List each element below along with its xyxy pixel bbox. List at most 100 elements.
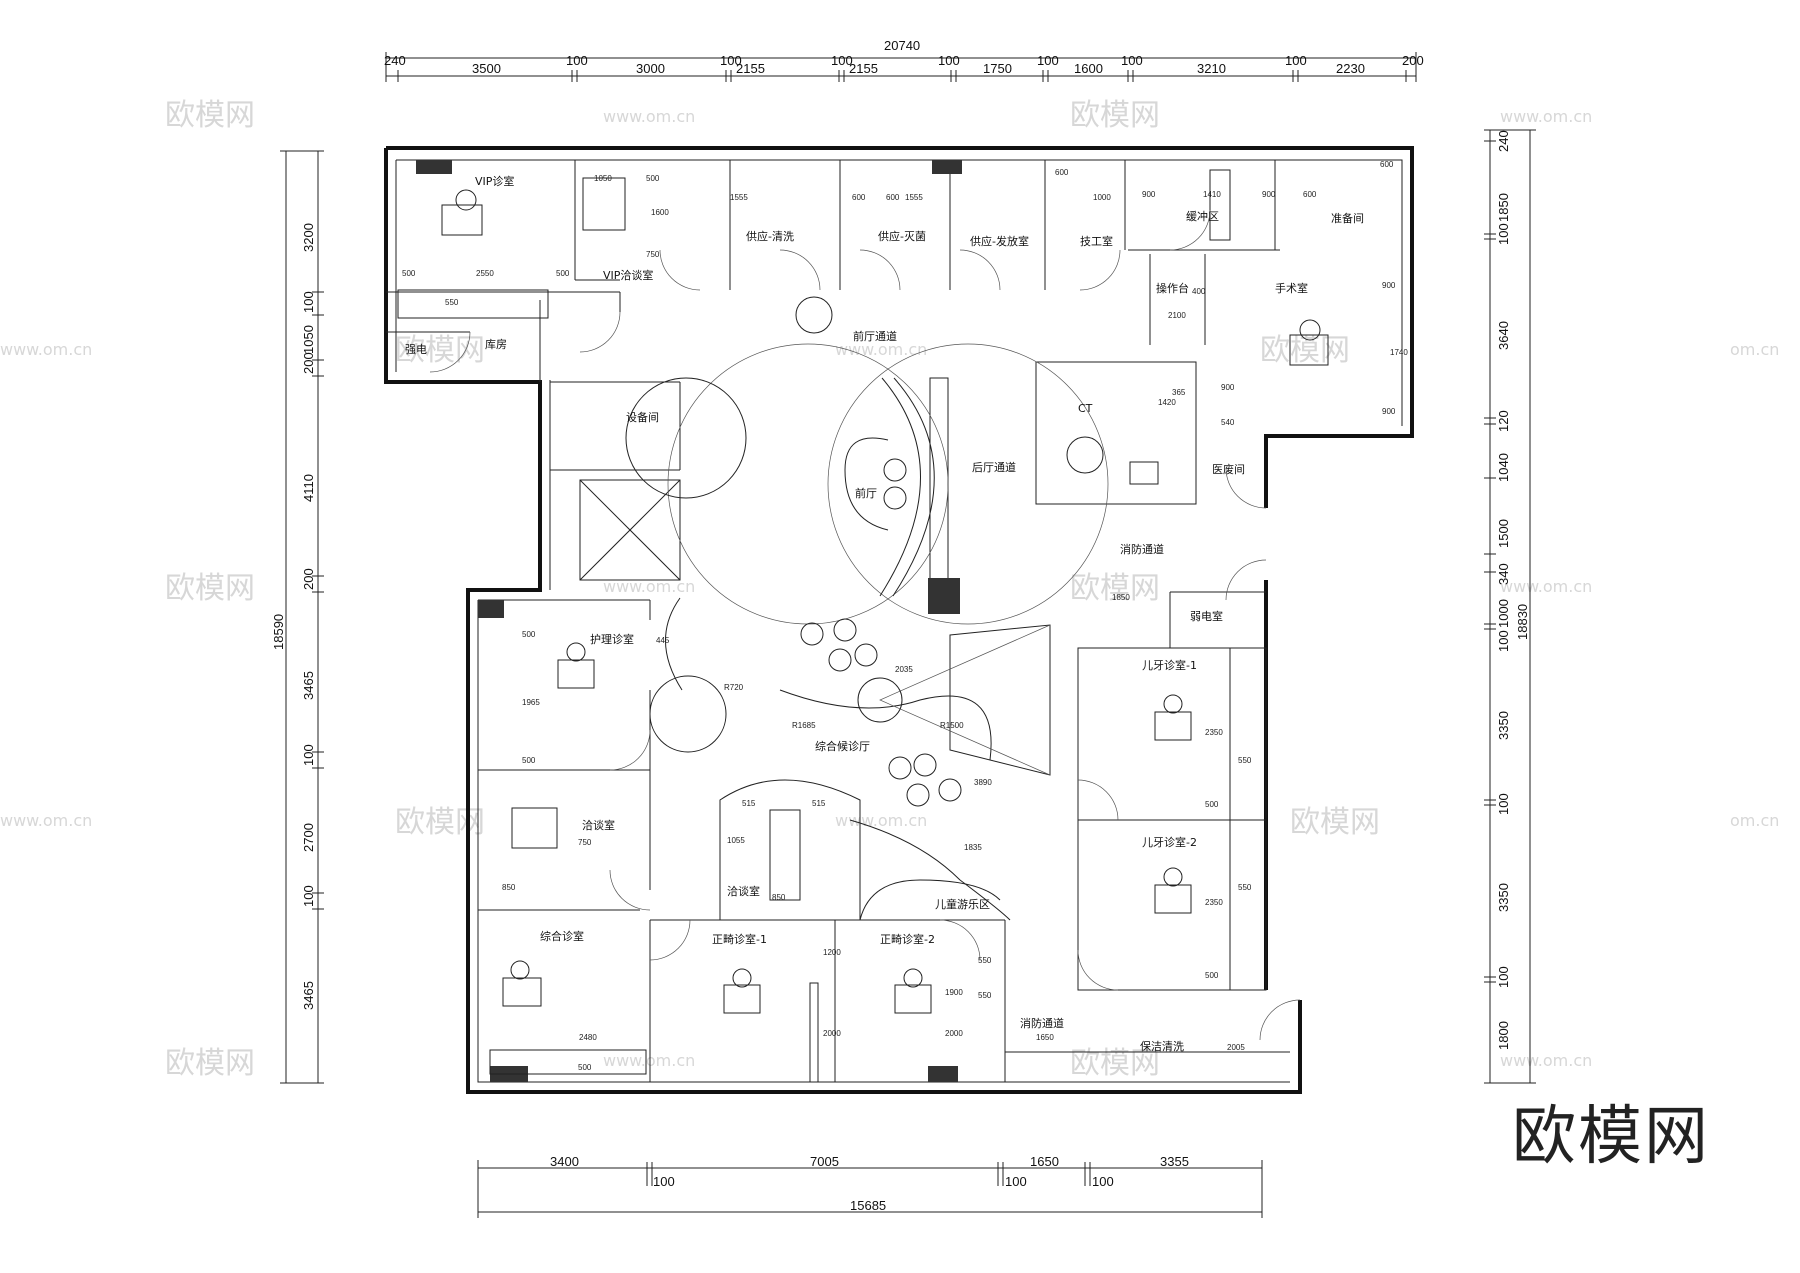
room-ortho-1: 正畸诊室-1 bbox=[712, 932, 767, 946]
room-ct: CT bbox=[1078, 402, 1093, 415]
dim-top: 240 bbox=[384, 53, 406, 68]
dim-right-total: 18830 bbox=[1515, 604, 1530, 640]
dim-bottom-lower: 100 bbox=[1005, 1174, 1027, 1189]
dim-right: 100 bbox=[1496, 793, 1511, 815]
dim-top: 100 bbox=[1285, 53, 1307, 68]
inner-dim: 900 bbox=[1382, 407, 1396, 416]
watermark-brand: 欧模网 bbox=[1290, 805, 1380, 840]
inner-dim: 2550 bbox=[476, 269, 494, 278]
room-kids-dental-2: 儿牙诊室-2 bbox=[1142, 835, 1197, 849]
dim-left: 100 bbox=[301, 291, 316, 313]
dim-bottom-upper: 3400 bbox=[550, 1154, 579, 1169]
dim-right: 1800 bbox=[1496, 1021, 1511, 1050]
room-front-desk: 前厅 bbox=[855, 486, 877, 500]
inner-dim: 515 bbox=[742, 799, 756, 808]
dim-left: 100 bbox=[301, 885, 316, 907]
inner-dim: 500 bbox=[402, 269, 416, 278]
room-medical-waste: 医废间 bbox=[1212, 462, 1245, 476]
watermark-brand: 欧模网 bbox=[165, 98, 255, 133]
inner-dim: 900 bbox=[1262, 190, 1276, 199]
dim-right: 3640 bbox=[1496, 321, 1511, 350]
dim-bottom-upper: 1650 bbox=[1030, 1154, 1059, 1169]
dim-left: 4110 bbox=[301, 474, 316, 502]
inner-dim: 900 bbox=[1142, 190, 1156, 199]
dim-right: 240 bbox=[1496, 130, 1511, 152]
watermark-layer: 欧模网 www.om.cn 欧模网 www.om.cn www.om.cn 欧模… bbox=[0, 98, 1779, 1081]
room-waiting-hall: 综合候诊厅 bbox=[815, 739, 870, 753]
curved-features bbox=[416, 160, 1109, 1082]
room-prep: 准备间 bbox=[1331, 211, 1364, 225]
inner-dim: 2000 bbox=[823, 1029, 841, 1038]
inner-dim: 515 bbox=[812, 799, 826, 808]
watermark-url: www.om.cn bbox=[603, 577, 695, 596]
dim-top-total: 20740 bbox=[884, 38, 920, 53]
dim-bottom-upper: 7005 bbox=[810, 1154, 839, 1169]
inner-dim: 445 bbox=[656, 636, 670, 645]
dim-bottom-upper: 3355 bbox=[1160, 1154, 1189, 1169]
dim-top: 100 bbox=[1121, 53, 1143, 68]
dim-top: 100 bbox=[566, 53, 588, 68]
inner-dim: 750 bbox=[578, 838, 592, 847]
inner-dim: 540 bbox=[1221, 418, 1235, 427]
inner-dim: 600 bbox=[886, 193, 900, 202]
inner-dim: R1685 bbox=[792, 721, 816, 730]
dim-top: 200 bbox=[1402, 53, 1424, 68]
inner-dim: 1410 bbox=[1203, 190, 1221, 199]
inner-dim: 900 bbox=[1221, 383, 1235, 392]
inner-dim: 550 bbox=[978, 991, 992, 1000]
inner-dim: 1835 bbox=[964, 843, 982, 852]
inner-dim: 2350 bbox=[1205, 728, 1223, 737]
dim-bottom-lower: 100 bbox=[1092, 1174, 1114, 1189]
dim-top: 2155 bbox=[736, 61, 765, 76]
room-operation-table: 操作台 bbox=[1156, 281, 1189, 295]
inner-dim: R1500 bbox=[940, 721, 964, 730]
dim-right: 3350 bbox=[1496, 711, 1511, 740]
dim-top: 100 bbox=[831, 53, 853, 68]
watermark-url: www.om.cn bbox=[603, 107, 695, 126]
inner-dim: 1965 bbox=[522, 698, 540, 707]
interior-walls bbox=[386, 160, 1290, 1083]
room-vip-consult: VIP洽谈室 bbox=[603, 268, 653, 282]
watermark-url: www.om.cn bbox=[1500, 577, 1592, 596]
dim-top: 1750 bbox=[983, 61, 1012, 76]
outer-walls bbox=[384, 146, 1414, 1094]
inner-dim: 3890 bbox=[974, 778, 992, 787]
room-vip-clinic: VIP诊室 bbox=[475, 174, 514, 188]
room-kids-play: 儿童游乐区 bbox=[935, 897, 990, 911]
inner-dim: 1650 bbox=[1036, 1033, 1054, 1042]
watermark-url: www.om.cn bbox=[603, 1051, 695, 1070]
dim-left: 100 bbox=[301, 744, 316, 766]
inner-dim: 1555 bbox=[730, 193, 748, 202]
dim-right: 100 bbox=[1496, 223, 1511, 245]
inner-dim: 600 bbox=[1055, 168, 1069, 177]
inner-dim: 2005 bbox=[1227, 1043, 1245, 1052]
room-equipment: 设备间 bbox=[626, 410, 659, 424]
watermark-url: www.om.cn bbox=[835, 340, 927, 359]
dim-top: 3000 bbox=[636, 61, 665, 76]
dim-left: 200 bbox=[301, 352, 316, 374]
dim-left: 1050 bbox=[301, 325, 316, 354]
dim-left: 200 bbox=[301, 568, 316, 590]
inner-dim: 550 bbox=[978, 956, 992, 965]
inner-dim: 1900 bbox=[945, 988, 963, 997]
inner-dim: 600 bbox=[1303, 190, 1317, 199]
room-supply-dispense: 供应-发放室 bbox=[970, 234, 1029, 248]
room-kids-dental-1: 儿牙诊室-1 bbox=[1142, 658, 1197, 672]
watermark-url: www.om.cn bbox=[0, 340, 92, 359]
watermark-brand: 欧模网 bbox=[1070, 571, 1160, 606]
dimension-right: 18830 240 1850 100 3640 120 1040 1500 34… bbox=[1484, 129, 1536, 1084]
inner-dim: 2350 bbox=[1205, 898, 1223, 907]
inner-dim: 2000 bbox=[945, 1029, 963, 1038]
inner-dim: 500 bbox=[522, 756, 536, 765]
watermark-url: www.om.cn bbox=[1500, 107, 1592, 126]
room-power: 强电 bbox=[405, 343, 427, 356]
inner-dim: 500 bbox=[646, 174, 660, 183]
dim-right: 3350 bbox=[1496, 883, 1511, 912]
inner-dim: 400 bbox=[1192, 287, 1206, 296]
dim-right: 100 bbox=[1496, 630, 1511, 652]
room-front-corridor: 前厅通道 bbox=[853, 329, 897, 343]
door-swings bbox=[429, 209, 1301, 1041]
dim-left: 3200 bbox=[301, 223, 316, 252]
dim-right: 1000 bbox=[1496, 599, 1511, 628]
